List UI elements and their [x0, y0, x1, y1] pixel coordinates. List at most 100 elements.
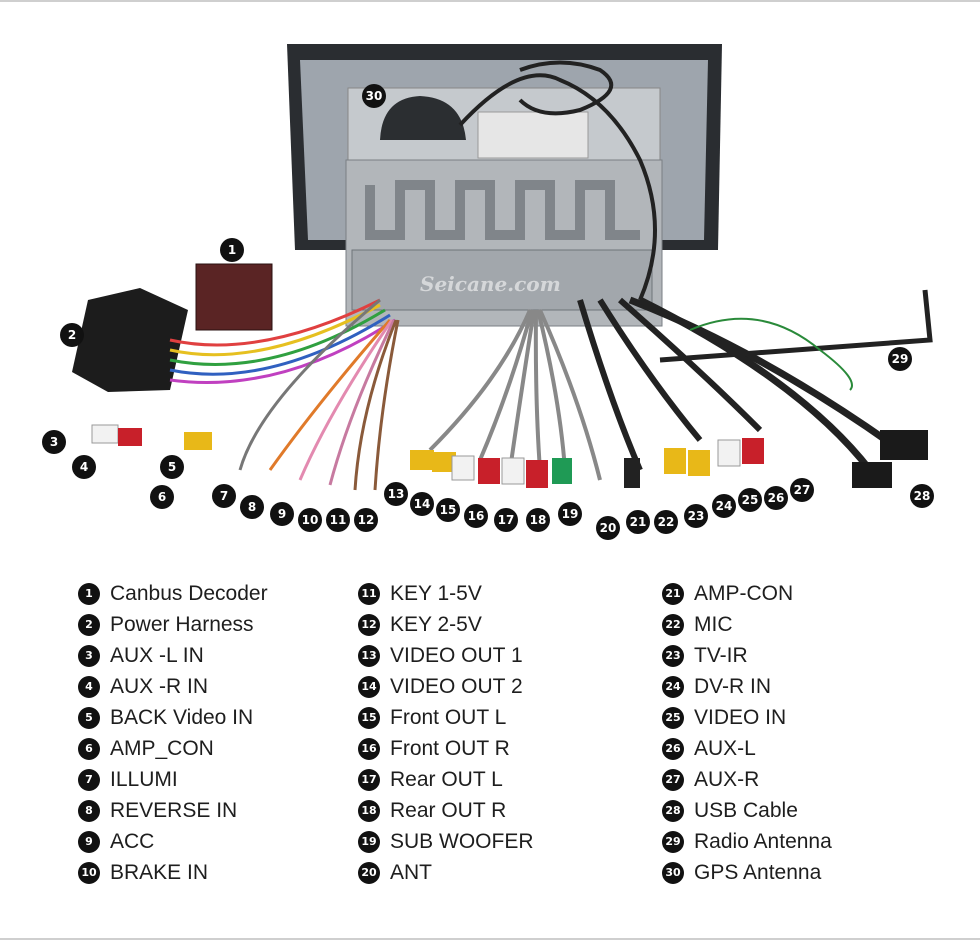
legend-item: 17 Rear OUT L	[358, 764, 534, 795]
head-unit	[287, 44, 722, 327]
legend-number: 21	[662, 582, 684, 605]
legend-label: Rear OUT R	[390, 798, 507, 822]
gps-antenna	[380, 60, 657, 301]
legend-item: 19 SUB WOOFER	[358, 826, 534, 857]
legend-item: 3 AUX -L IN	[78, 640, 268, 671]
legend-number: 19	[358, 830, 380, 853]
callout-29: 29	[888, 347, 912, 371]
legend-label: AMP_CON	[110, 736, 214, 760]
legend-number: 6	[78, 737, 100, 760]
callout-10: 10	[298, 508, 322, 532]
legend-item: 21 AMP-CON	[662, 578, 832, 609]
top-divider	[0, 0, 980, 2]
legend-label: KEY 1-5V	[390, 581, 482, 605]
callout-28: 28	[910, 484, 934, 508]
legend-label: Rear OUT L	[390, 767, 503, 791]
callout-3: 3	[42, 430, 66, 454]
legend-item: 13 VIDEO OUT 1	[358, 640, 534, 671]
legend-item: 2 Power Harness	[78, 609, 268, 640]
legend-number: 13	[358, 644, 380, 667]
legend-label: REVERSE IN	[110, 798, 238, 822]
legend-number: 27	[662, 768, 684, 791]
legend-number: 4	[78, 675, 100, 698]
callout-19: 19	[558, 502, 582, 526]
callout-1: 1	[220, 238, 244, 262]
legend-label: VIDEO OUT 1	[390, 643, 523, 667]
callout-6: 6	[150, 485, 174, 509]
callout-4: 4	[72, 455, 96, 479]
callout-9: 9	[270, 502, 294, 526]
callout-7: 7	[212, 484, 236, 508]
legend-number: 18	[358, 799, 380, 822]
legend-number: 3	[78, 644, 100, 667]
watermark: Seicane.com	[420, 272, 561, 296]
legend-label: BACK Video IN	[110, 705, 254, 729]
legend-label: AUX -L IN	[110, 643, 204, 667]
legend-label: DV-R IN	[694, 674, 772, 698]
legend-item: 6 AMP_CON	[78, 733, 268, 764]
legend-number: 1	[78, 582, 100, 605]
legend-number: 29	[662, 830, 684, 853]
wiring-diagram	[72, 44, 933, 491]
legend-number: 26	[662, 737, 684, 760]
legend-label: ANT	[390, 860, 432, 884]
callout-15: 15	[436, 498, 460, 522]
legend-number: 8	[78, 799, 100, 822]
power-harness-connector	[72, 288, 188, 392]
legend-item: 11 KEY 1-5V	[358, 578, 534, 609]
legend-number: 17	[358, 768, 380, 791]
legend-item: 20 ANT	[358, 857, 534, 888]
legend-label: AUX-L	[694, 736, 756, 760]
legend-number: 11	[358, 582, 380, 605]
legend-item: 18 Rear OUT R	[358, 795, 534, 826]
legend-label: Front OUT L	[390, 705, 507, 729]
callout-21: 21	[626, 510, 650, 534]
callout-22: 22	[654, 510, 678, 534]
legend-number: 20	[358, 861, 380, 884]
legend-number: 5	[78, 706, 100, 729]
canbus-decoder-box	[195, 263, 273, 331]
callout-2: 2	[60, 323, 84, 347]
legend-label: BRAKE IN	[110, 860, 209, 884]
callout-20: 20	[596, 516, 620, 540]
legend-label: MIC	[694, 612, 733, 636]
callout-16: 16	[464, 504, 488, 528]
callout-5: 5	[160, 455, 184, 479]
callout-23: 23	[684, 504, 708, 528]
legend-label: SUB WOOFER	[390, 829, 534, 853]
legend-column-1: 1 Canbus Decoder 2 Power Harness 3 AUX -L I…	[78, 578, 268, 888]
legend-label: Front OUT R	[390, 736, 510, 760]
legend-item: 1 Canbus Decoder	[78, 578, 268, 609]
legend-label: VIDEO IN	[694, 705, 787, 729]
legend-item: 26 AUX-L	[662, 733, 832, 764]
callout-30: 30	[362, 84, 386, 108]
callout-26: 26	[764, 486, 788, 510]
legend-label: AMP-CON	[694, 581, 794, 605]
legend-label: Canbus Decoder	[110, 581, 268, 605]
legend-label: GPS Antenna	[694, 860, 822, 884]
callout-13: 13	[384, 482, 408, 506]
legend-label: AUX-R	[694, 767, 760, 791]
harness-wires	[169, 298, 400, 491]
bottom-divider	[0, 938, 980, 940]
legend-item: 27 AUX-R	[662, 764, 832, 795]
legend-label: Power Harness	[110, 612, 254, 636]
legend-label: TV-IR	[694, 643, 748, 667]
legend-number: 14	[358, 675, 380, 698]
legend-number: 28	[662, 799, 684, 822]
callout-12: 12	[354, 508, 378, 532]
legend-label: VIDEO OUT 2	[390, 674, 523, 698]
legend-number: 2	[78, 613, 100, 636]
legend-number: 9	[78, 830, 100, 853]
